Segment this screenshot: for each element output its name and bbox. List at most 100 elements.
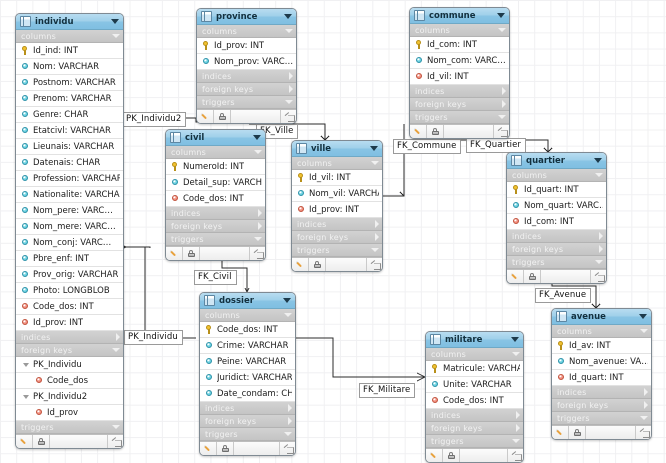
foreign-key-row[interactable]: PK_Individu xyxy=(16,357,123,373)
column-row[interactable]: Nom_vil: VARCHAR xyxy=(292,186,382,202)
table-ville[interactable]: ville columns Id_vil: INT Nom_vil: VARCH… xyxy=(291,140,383,272)
table-dossier[interactable]: dossier columns Code_dos: INT Crime: VAR… xyxy=(199,292,296,456)
chevron-down-icon[interactable] xyxy=(284,432,292,436)
resize-handle[interactable] xyxy=(591,270,606,283)
section-triggers[interactable]: triggers xyxy=(426,435,523,448)
chevron-down-icon[interactable] xyxy=(253,135,261,140)
table-avenue[interactable]: avenue columns Id_av: INT Nom_avenue: VA… xyxy=(551,308,652,440)
section-indices[interactable]: indices xyxy=(507,230,606,243)
chevron-down-icon[interactable] xyxy=(254,237,262,241)
section-foreign-keys[interactable]: foreign keys xyxy=(292,231,382,244)
column-row[interactable]: Nom_conj: VARC… xyxy=(16,235,123,251)
column-row[interactable]: Prov_orig: VARCHAR xyxy=(16,267,123,283)
resize-handle[interactable] xyxy=(494,125,509,138)
section-indices[interactable]: indices xyxy=(410,85,509,98)
lock-button[interactable] xyxy=(309,258,326,271)
table-militare[interactable]: militare columns Matricule: VARCHAR Unit… xyxy=(425,331,524,463)
table-commune[interactable]: commune columns Id_com: INT Nom_com: VAR… xyxy=(409,7,510,139)
chevron-down-icon[interactable] xyxy=(284,313,292,317)
resize-handle[interactable] xyxy=(280,442,295,455)
chevron-down-icon[interactable] xyxy=(594,158,602,163)
column-row[interactable]: Id_ind: INT xyxy=(16,43,123,59)
table-footer-toolbar[interactable] xyxy=(166,246,265,260)
table-footer-toolbar[interactable] xyxy=(200,441,295,455)
lock-button[interactable] xyxy=(524,270,541,283)
column-row[interactable]: Profession: VARCHAR xyxy=(16,171,123,187)
column-row[interactable]: Id_vil: INT xyxy=(292,170,382,186)
column-row[interactable]: Peine: VARCHAR xyxy=(200,354,295,370)
lock-button[interactable] xyxy=(33,435,50,448)
table-header-avenue[interactable]: avenue xyxy=(552,309,651,325)
edit-button[interactable] xyxy=(507,270,524,283)
column-row[interactable]: Code_dos: INT xyxy=(426,393,523,409)
chevron-right-icon[interactable] xyxy=(644,401,648,409)
chevron-down-icon[interactable] xyxy=(639,314,647,319)
section-triggers[interactable]: triggers xyxy=(292,244,382,257)
column-row[interactable]: Nom: VARCHAR xyxy=(16,59,123,75)
column-row[interactable]: NumeroId: INT xyxy=(166,159,265,175)
table-footer-toolbar[interactable] xyxy=(507,269,606,283)
section-foreign-keys[interactable]: foreign keys xyxy=(166,220,265,233)
section-triggers[interactable]: triggers xyxy=(197,96,296,109)
chevron-right-icon[interactable] xyxy=(375,220,379,228)
column-row[interactable]: Postnom: VARCHAR xyxy=(16,75,123,91)
column-row[interactable]: Id_prov: INT xyxy=(292,202,382,218)
edit-button[interactable] xyxy=(552,426,569,439)
resize-handle[interactable] xyxy=(367,258,382,271)
relationship-label-pk-individu[interactable]: PK_Individu xyxy=(124,330,183,345)
chevron-down-icon[interactable] xyxy=(23,394,29,399)
column-row[interactable]: Id_av: INT xyxy=(552,338,651,354)
resize-handle[interactable] xyxy=(250,247,265,260)
section-foreign-keys[interactable]: foreign keys xyxy=(200,415,295,428)
table-footer-toolbar[interactable] xyxy=(16,434,123,448)
section-triggers[interactable]: triggers xyxy=(552,412,651,425)
relationship-label-fk-commune[interactable]: FK_Commune xyxy=(393,139,462,154)
relationship-label-fk-avenue[interactable]: FK_Avenue xyxy=(535,288,592,303)
column-row[interactable]: Photo: LONGBLOB xyxy=(16,283,123,299)
chevron-down-icon[interactable] xyxy=(497,13,505,18)
chevron-down-icon[interactable] xyxy=(370,146,378,151)
column-row[interactable]: Detail_sup: VARCHAR xyxy=(166,175,265,191)
column-row[interactable]: Nom_mere: VARC… xyxy=(16,219,123,235)
section-indices[interactable]: indices xyxy=(426,409,523,422)
column-row[interactable]: Prenom: VARCHAR xyxy=(16,91,123,107)
chevron-right-icon[interactable] xyxy=(288,417,292,425)
column-row[interactable]: Juridict: VARCHAR xyxy=(200,370,295,386)
chevron-right-icon[interactable] xyxy=(516,411,520,419)
section-indices[interactable]: indices xyxy=(552,386,651,399)
column-row[interactable]: Id_prov: INT xyxy=(16,315,123,331)
chevron-down-icon[interactable] xyxy=(254,150,262,154)
column-row[interactable]: Id_quart: INT xyxy=(507,182,606,198)
chevron-right-icon[interactable] xyxy=(375,233,379,241)
table-header-province[interactable]: province xyxy=(197,9,296,25)
chevron-down-icon[interactable] xyxy=(371,248,379,252)
resize-handle[interactable] xyxy=(281,110,296,123)
foreign-key-row[interactable]: PK_Individu2 xyxy=(16,389,123,405)
column-row[interactable]: Matricule: VARCHAR xyxy=(426,361,523,377)
chevron-down-icon[interactable] xyxy=(498,28,506,32)
section-columns[interactable]: columns xyxy=(507,169,606,182)
section-foreign-keys[interactable]: foreign keys xyxy=(552,399,651,412)
chevron-down-icon[interactable] xyxy=(111,19,119,24)
chevron-down-icon[interactable] xyxy=(112,425,120,429)
chevron-down-icon[interactable] xyxy=(640,416,648,420)
chevron-down-icon[interactable] xyxy=(512,352,520,356)
table-footer-toolbar[interactable] xyxy=(552,425,651,439)
chevron-down-icon[interactable] xyxy=(595,173,603,177)
chevron-right-icon[interactable] xyxy=(258,222,262,230)
section-indices[interactable]: indices xyxy=(166,207,265,220)
column-row[interactable]: Nom_pere: VARC… xyxy=(16,203,123,219)
edit-button[interactable] xyxy=(197,110,214,123)
lock-button[interactable] xyxy=(443,449,460,462)
section-foreign-keys[interactable]: foreign keys xyxy=(197,83,296,96)
chevron-down-icon[interactable] xyxy=(371,161,379,165)
table-individu[interactable]: individu columns Id_ind: INT Nom: VARCHA… xyxy=(15,13,124,449)
chevron-down-icon[interactable] xyxy=(511,337,519,342)
table-header-individu[interactable]: individu xyxy=(16,14,123,30)
section-triggers[interactable]: triggers xyxy=(507,256,606,269)
resize-handle[interactable] xyxy=(508,449,523,462)
section-foreign-keys[interactable]: foreign keys xyxy=(507,243,606,256)
column-row[interactable]: Nom_avenue: VA… xyxy=(552,354,651,370)
edit-button[interactable] xyxy=(166,247,183,260)
column-row[interactable]: Nom_prov: VARC… xyxy=(197,54,296,70)
